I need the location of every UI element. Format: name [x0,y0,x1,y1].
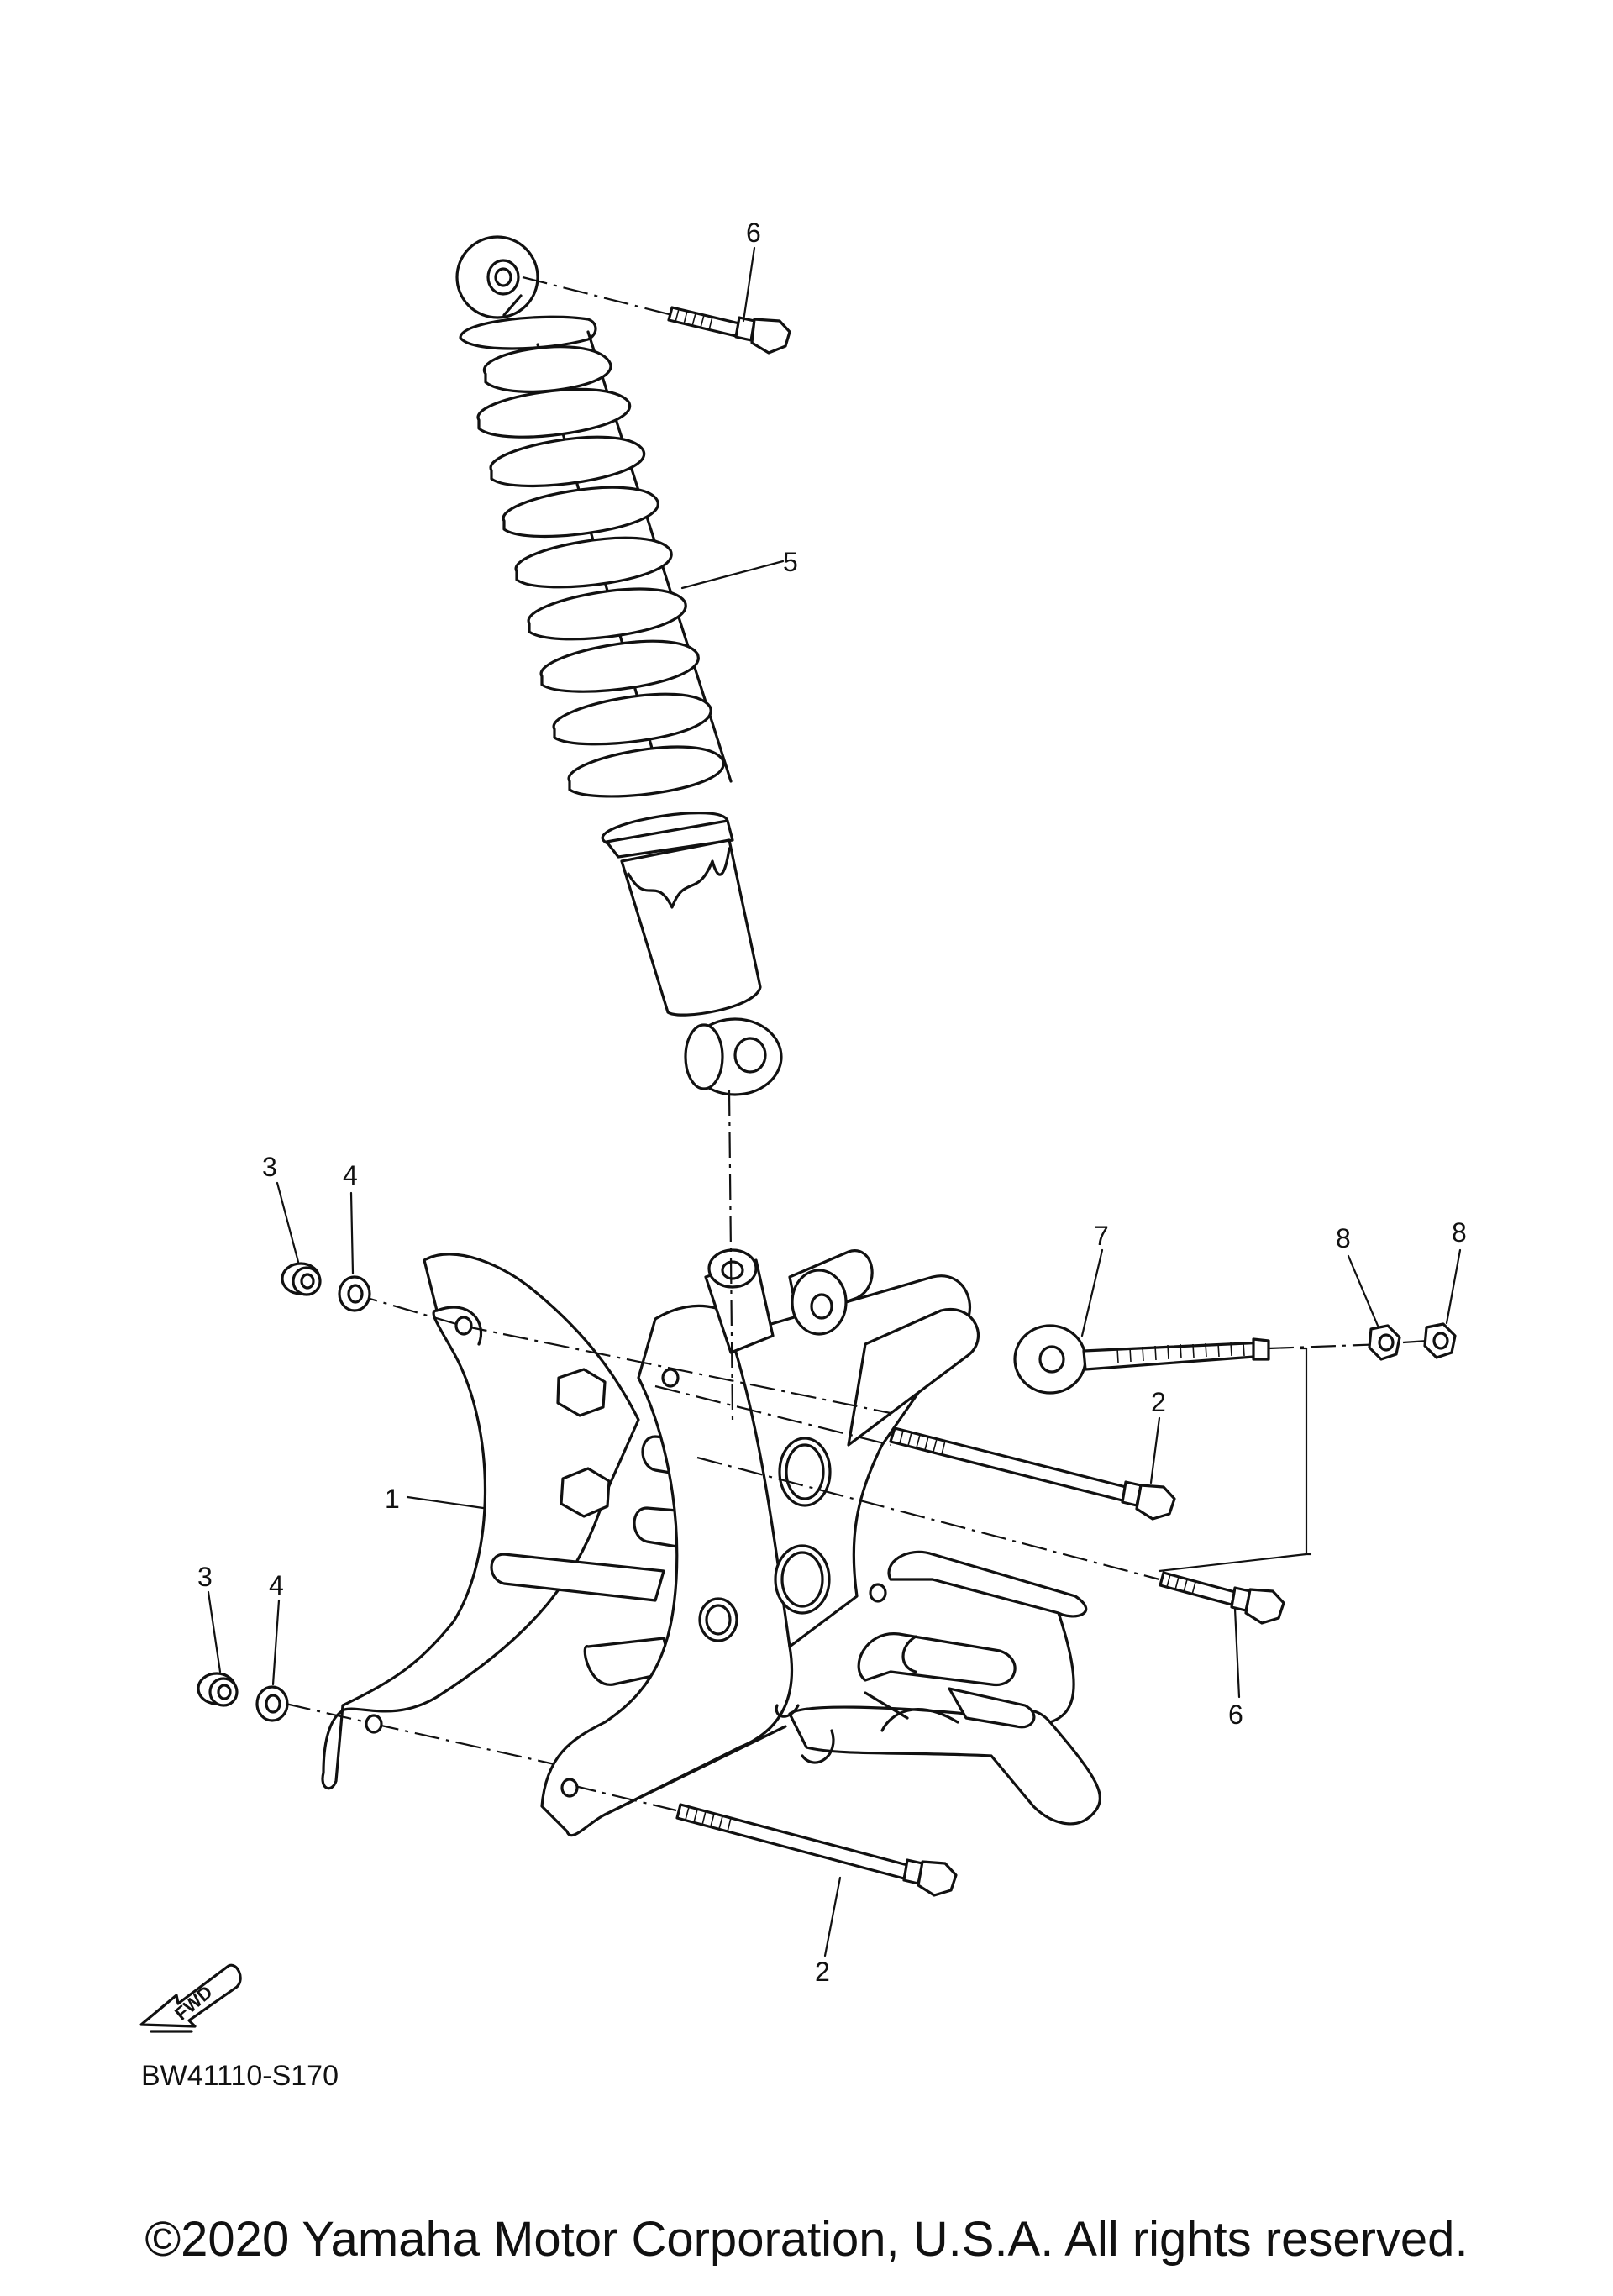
leader-lines [207,246,1462,1957]
callout-numbers: 6 5 3 4 7 8 8 2 1 6 3 4 2 [197,218,1467,1987]
washer-4-bottom [255,1685,289,1722]
callout-6-lower: 6 [1228,1700,1243,1730]
bolt-2-upper [889,1426,1176,1521]
centerlines [285,1090,1429,1812]
callout-7: 7 [1094,1221,1109,1251]
washer-4-top [338,1275,371,1312]
bolt-2-lower [675,1803,958,1897]
callout-3-bottom: 3 [197,1562,213,1592]
collar-3-top [281,1262,322,1296]
callout-2-upper: 2 [1151,1387,1166,1417]
bolt-6-top [522,276,791,355]
shock-absorber [455,235,783,1096]
bolt-6-lower [1159,1571,1285,1625]
callout-4-bottom: 4 [269,1570,284,1600]
copyright-notice: ©2020 Yamaha Motor Corporation, U.S.A. A… [144,2212,1469,2267]
callout-8-a: 8 [1336,1223,1351,1253]
nut-8-b [1423,1322,1457,1359]
collar-3-bottom [197,1672,239,1707]
fwd-arrow-icon: FWD [139,1963,242,2033]
adjuster-bolt-7 [1013,1324,1270,1395]
callout-4-top: 4 [343,1160,358,1190]
coil-spring [476,345,725,798]
nut-8-a [1368,1324,1401,1361]
callout-5: 5 [783,547,798,577]
rear-arm-bracket [321,1248,1101,1837]
callout-3-top: 3 [262,1152,277,1182]
callout-1: 1 [385,1484,400,1514]
callout-6-top: 6 [746,218,761,248]
reference-code: BW41110-S170 [141,2060,339,2092]
callout-8-b: 8 [1452,1217,1467,1248]
callout-2-lower: 2 [815,1957,830,1987]
